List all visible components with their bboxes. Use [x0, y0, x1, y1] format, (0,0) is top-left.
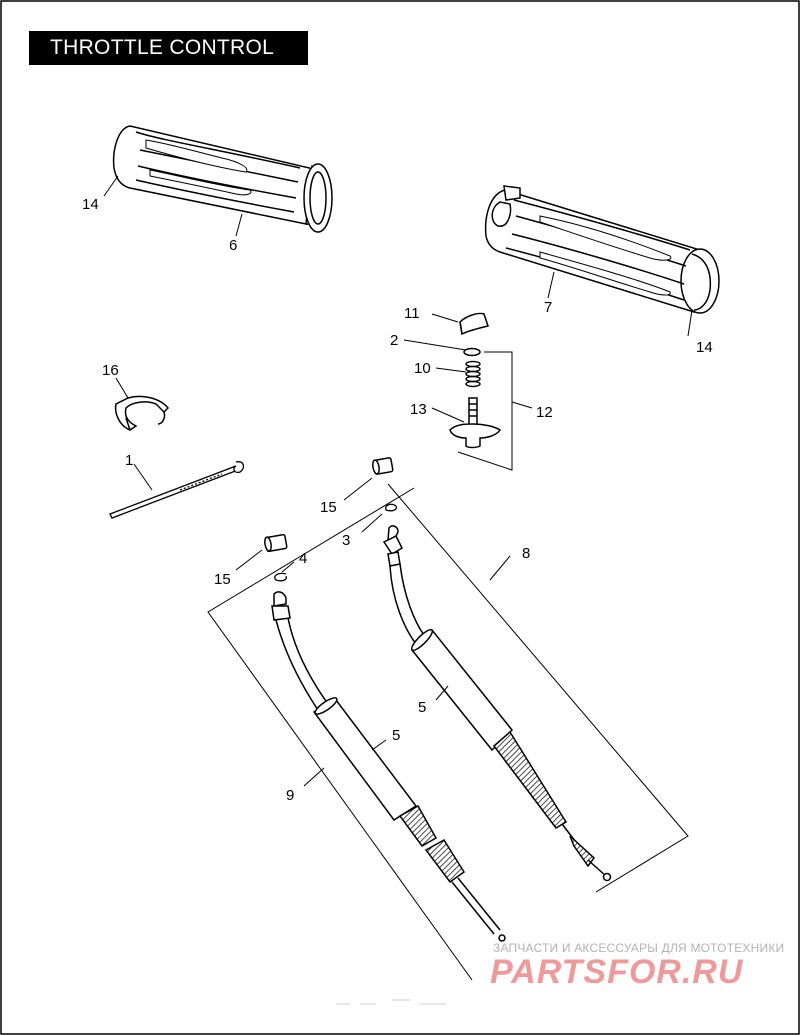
leader-lines: [103, 175, 693, 787]
callout-15-lower: 15: [214, 571, 231, 588]
faint-marks: [336, 999, 446, 1005]
callout-14-left: 14: [82, 196, 99, 213]
ferrule-part-15-lower: [264, 533, 288, 553]
callout-12: 12: [536, 404, 553, 421]
callout-13: 13: [410, 401, 427, 418]
idle-cable-part-9: [271, 591, 506, 942]
spring-part-10: [465, 360, 481, 388]
callout-2: 2: [390, 332, 398, 349]
left-grip-part-6: [112, 125, 333, 233]
bracket-8: [387, 483, 689, 893]
callout-14-right: 14: [696, 339, 713, 356]
callout-11: 11: [404, 305, 420, 322]
callout-4: 4: [299, 550, 307, 567]
callout-7: 7: [544, 299, 552, 316]
watermark-logo: PARTSFOR.RU: [490, 953, 744, 991]
adjuster-screw-part-13: [449, 397, 502, 449]
bracket-9: [207, 487, 473, 981]
ferrule-part-15-upper: [372, 457, 394, 475]
callout-9: 9: [286, 787, 294, 804]
callout-6: 6: [229, 237, 237, 254]
callout-3: 3: [342, 532, 350, 549]
bracket-12: [457, 351, 513, 471]
throttle-cable-part-8: [382, 525, 612, 882]
clip-part-3: [384, 503, 398, 512]
clip-part-4: [274, 572, 288, 582]
callout-10: 10: [414, 360, 431, 377]
callout-1: 1: [125, 452, 133, 469]
watermark-tagline: ЗАПЧАСТИ И АКСЕССУАРЫ ДЛЯ МОТОТЕХНИКИ: [493, 941, 785, 955]
page-title: THROTTLE CONTROL: [29, 31, 308, 65]
right-grip-part-7: [484, 185, 720, 314]
friction-shoe-part-11: [459, 312, 489, 336]
callout-5-lower: 5: [392, 727, 400, 744]
callout-5-upper: 5: [418, 699, 426, 716]
cable-strap-part-1: [109, 461, 245, 519]
washer-part-2: [463, 347, 481, 357]
callout-16: 16: [102, 362, 119, 379]
callout-8: 8: [522, 545, 530, 562]
callout-15-upper: 15: [320, 499, 337, 516]
clip-part-16: [114, 395, 170, 431]
